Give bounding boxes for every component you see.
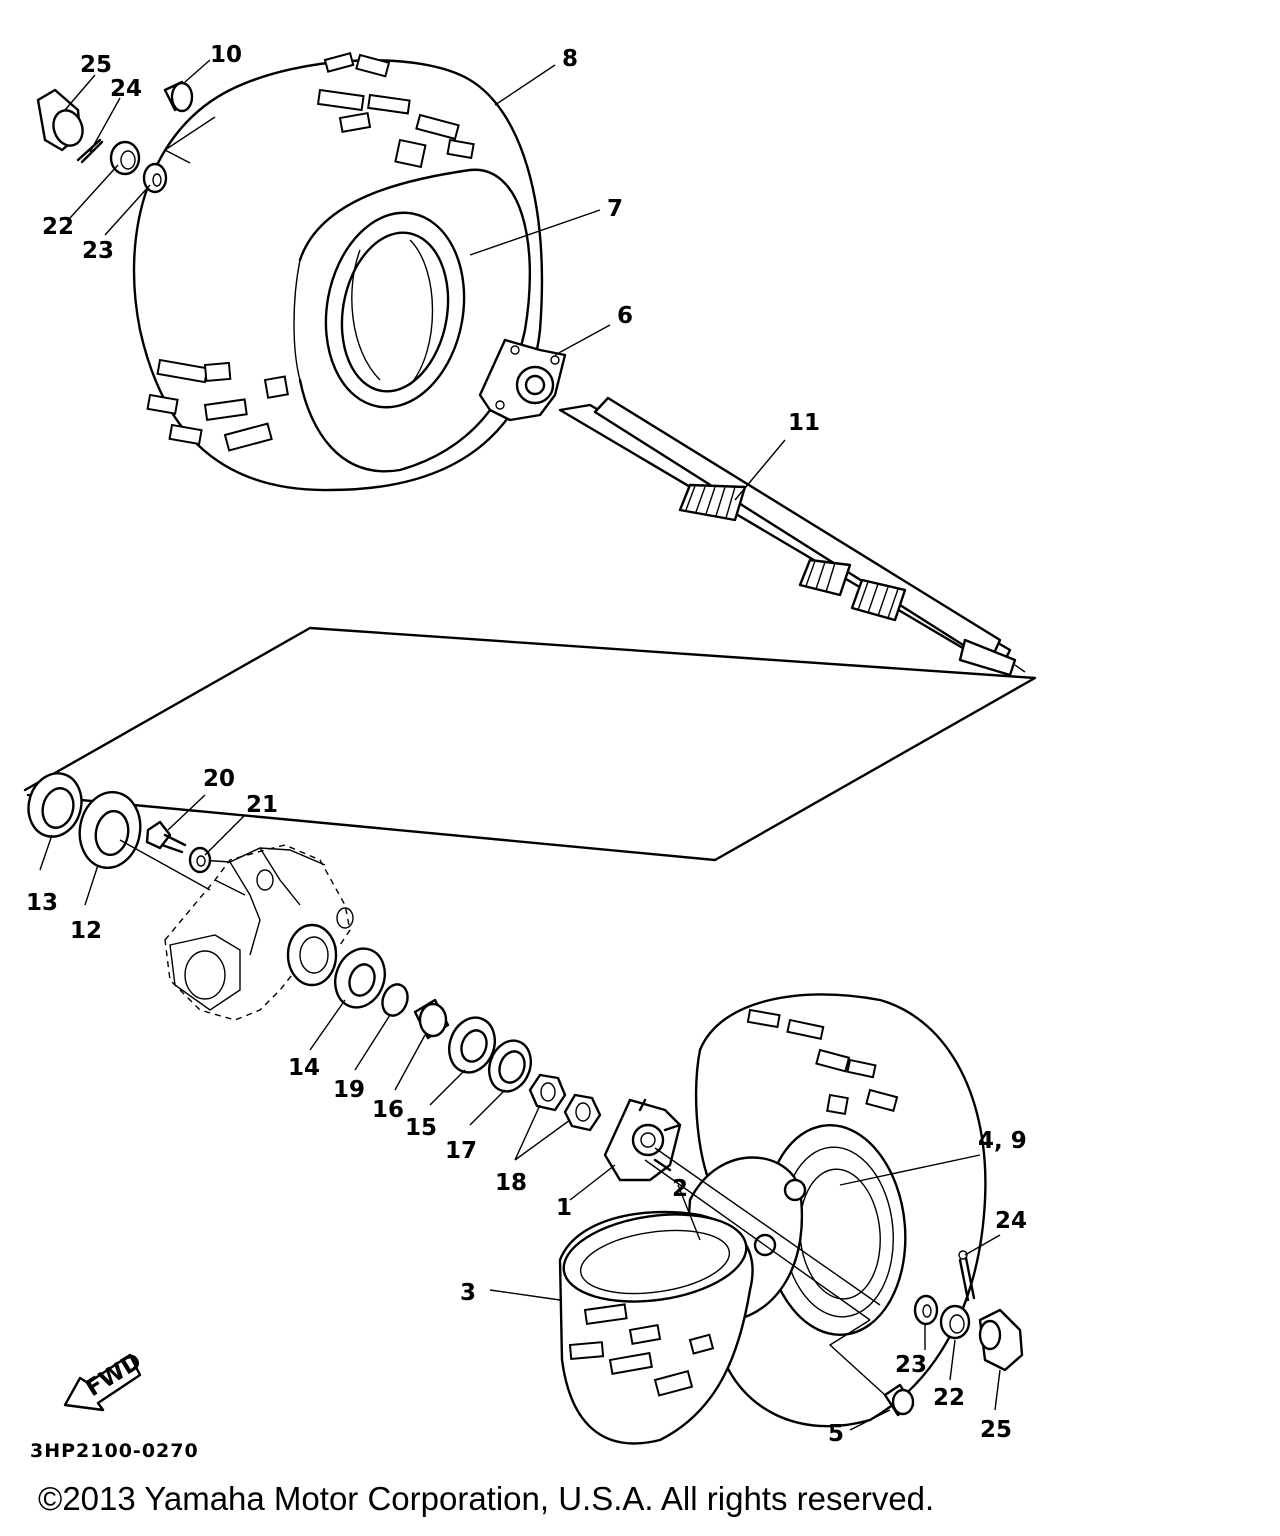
fwd-arrow-icon: FWD: [63, 1348, 146, 1412]
callout-19: 19: [333, 1077, 365, 1103]
callout-1: 1: [556, 1195, 572, 1221]
callout-6: 6: [617, 303, 633, 329]
callout-25-upper: 25: [80, 52, 112, 78]
callout-3: 3: [460, 1280, 476, 1306]
assembly-boundary-lines: [23, 116, 1037, 862]
upper-small-parts: [36, 80, 194, 194]
callout-14: 14: [288, 1055, 320, 1081]
callout-21: 21: [246, 792, 278, 818]
callout-2: 2: [672, 1176, 688, 1202]
leader-lines: [39, 59, 1001, 1431]
callout-23-lower: 23: [895, 1352, 927, 1378]
lower-tread-bottom: [568, 1303, 715, 1397]
callout-labels: 25 24 22 23 10 8 7 6 11 20 21 13 12 14 1…: [26, 42, 1027, 1447]
knuckle-housing: [164, 844, 354, 1021]
callout-18: 18: [495, 1170, 527, 1196]
lower-wheel-assembly: [558, 993, 1024, 1445]
upper-tread-top: [316, 52, 475, 169]
callout-7: 7: [607, 196, 623, 222]
callout-20: 20: [203, 766, 235, 792]
middle-small-parts: [27, 772, 602, 1132]
callout-24-upper: 24: [110, 76, 142, 102]
fwd-label: FWD: [81, 1348, 146, 1402]
callout-4-9: 4, 9: [978, 1128, 1027, 1154]
callout-8: 8: [562, 46, 578, 72]
callout-11: 11: [788, 410, 820, 436]
upper-hub-part-6: [478, 338, 567, 422]
callout-22-lower: 22: [933, 1385, 965, 1411]
callout-5: 5: [828, 1421, 844, 1447]
copyright-notice: ©2013 Yamaha Motor Corporation, U.S.A. A…: [38, 1480, 935, 1517]
callout-17: 17: [445, 1138, 477, 1164]
figure-code: 3HP2100-0270: [30, 1440, 199, 1462]
callout-22-upper: 22: [42, 214, 74, 240]
callout-12: 12: [70, 918, 102, 944]
callout-15: 15: [405, 1115, 437, 1141]
upper-tread-bottom: [146, 358, 289, 452]
lower-tread-top: [746, 1008, 899, 1116]
callout-16: 16: [372, 1097, 404, 1123]
callout-24-lower: 24: [995, 1208, 1027, 1234]
callout-25-lower: 25: [980, 1417, 1012, 1443]
callout-10: 10: [210, 42, 242, 68]
callout-13: 13: [26, 890, 58, 916]
rear-axle-part-11: [558, 396, 1026, 677]
upper-tire-part-8: [132, 52, 544, 492]
callout-23-upper: 23: [82, 238, 114, 264]
